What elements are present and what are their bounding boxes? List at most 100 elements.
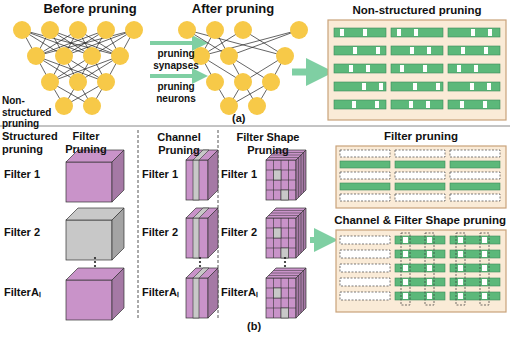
weight-bar [391,100,443,109]
filter-cube [266,278,296,318]
pruned-column [340,292,390,300]
pruned-channel [193,208,209,218]
pruned-weight [403,279,408,285]
pruned-weight [436,83,440,90]
pruned-column [401,233,410,305]
pruned-channel [193,160,199,200]
pruned-weight [413,83,417,90]
pruned-weight [397,29,401,36]
neuron [111,47,129,65]
label: (b) [247,320,277,333]
neuron [13,21,31,39]
label: Filter 2 [221,226,265,239]
weight-bar [450,161,500,168]
pruned-column [456,233,465,305]
ellipsis-dot [199,257,201,259]
neuron [97,21,115,39]
grid [301,155,302,195]
weight-bar [395,292,445,300]
weight-bar [448,82,500,91]
weight-panel: Filter pruning [336,146,506,208]
pruned-weight [488,29,492,36]
weight-bar [450,278,500,286]
pruned-column [340,250,390,258]
label: Filter 2 [142,226,186,239]
pruned-weight [427,293,432,299]
weight-panel: Channel & Filter Shape pruning [336,230,506,312]
pruned-row [395,194,445,201]
pruned-row [340,172,390,179]
pruned-weight [487,83,491,90]
panel-heading: Filter pruning [384,130,458,142]
filter-cube [66,220,112,260]
filter-cube [266,218,296,258]
ellipsis-dot [94,261,96,263]
pruned-row [450,194,500,201]
pruned-weight [403,251,408,257]
label: Filter 2 [4,226,62,239]
panel [328,20,506,120]
pruned-column [480,233,489,305]
pruned-weight [375,101,379,108]
pruned-weight [482,265,487,271]
ellipsis-dot [199,261,201,263]
filter-cube [208,150,218,200]
panel [336,230,506,312]
neuron [290,21,308,39]
pruned-column [340,264,390,272]
weight-bar [448,64,500,73]
ellipsis-dot [94,265,96,267]
pruned-weight [458,237,463,243]
grid [298,276,299,316]
grid [303,153,304,193]
weight-bar [448,46,500,55]
neuron [41,73,59,91]
weight-bar [450,292,500,300]
pruned-weight [423,65,427,72]
pruned-weight [458,251,463,257]
label: pruning neurons [145,81,207,104]
pruned-row [395,150,445,157]
label: FilterAₗ [221,286,265,299]
neuron [55,97,73,115]
pruned-row [450,150,500,157]
neuron [248,97,266,115]
pruned-weight [427,237,432,243]
weight-bar [448,100,500,109]
pruned-shape [281,308,289,318]
neuron [27,47,45,65]
label: Filter 1 [4,168,62,181]
pruned-row [340,150,390,157]
weight-bar [391,28,443,37]
label: (a) [232,112,262,125]
ellipsis-dot [284,265,286,267]
pruned-column [340,236,390,244]
grid [269,157,299,158]
pruned-shape [274,288,282,298]
pruned-weight [484,47,488,54]
label: FilterAₗ [4,286,62,299]
label: After pruning [183,2,283,17]
filter-cube [186,160,208,200]
pruned-column [340,278,390,286]
pruned-weight [461,47,465,54]
pruned-column [425,233,434,305]
neuron [83,47,101,65]
pruned-row [450,172,500,179]
filter-cube [112,150,124,202]
pruned-weight [457,65,461,72]
pruned-weight [366,65,370,72]
weight-bar [395,183,445,190]
pruned-weight [426,101,430,108]
neuron [41,21,59,39]
pruned-weight [349,65,353,72]
neuron [262,73,280,91]
pruned-weight [353,47,357,54]
pruned-weight [376,47,380,54]
pruned-shape [281,248,289,258]
grid [269,275,299,276]
pruned-weight [352,101,356,108]
pruned-weight [458,265,463,271]
pruned-weight [427,47,431,54]
pruned-weight [482,279,487,285]
